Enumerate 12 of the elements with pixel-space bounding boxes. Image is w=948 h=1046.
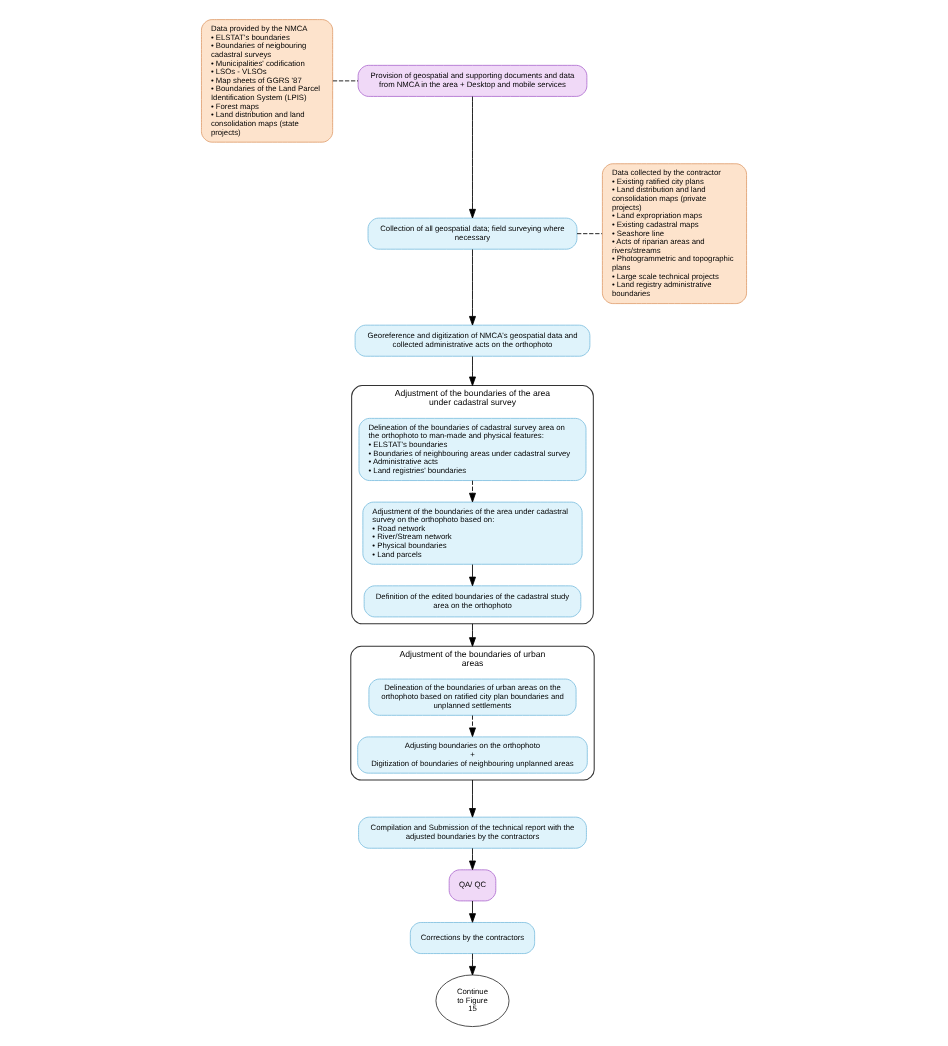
arrow	[469, 779, 476, 818]
arrow	[469, 900, 476, 923]
arrow	[469, 953, 476, 976]
arrow	[469, 715, 476, 737]
arrow	[469, 480, 476, 503]
arrow	[469, 623, 476, 647]
arrow	[469, 248, 476, 326]
arrow	[469, 847, 476, 871]
arrow	[469, 96, 476, 219]
arrow	[469, 564, 476, 587]
connector	[576, 233, 603, 235]
arrow	[469, 356, 476, 386]
